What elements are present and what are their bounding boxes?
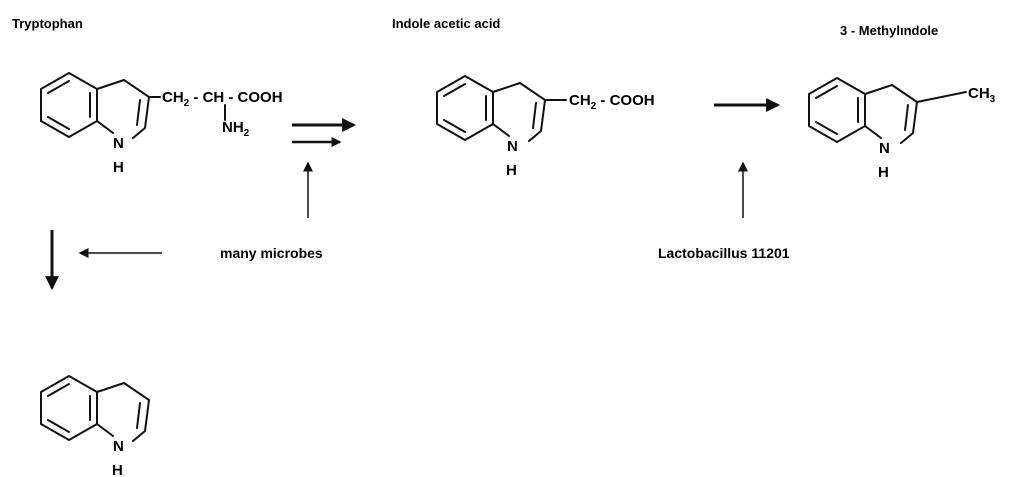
tryptophan-structure: [40, 72, 226, 139]
caption-lactobacillus: Lactobacillus 11201: [658, 245, 790, 261]
title-tryptophan: Tryptophan: [12, 16, 83, 31]
methylindole-n: N: [879, 140, 890, 157]
iaa-side-chain: CH2 - COOH: [569, 92, 655, 112]
methylindole-h: H: [878, 164, 889, 181]
tryptophan-n: N: [113, 135, 124, 152]
3-methylindole-structure: [808, 77, 967, 144]
indole-acetic-acid-structure: [436, 75, 567, 142]
methyl-group: CH3: [968, 85, 996, 105]
tryptophan-amino-group: NH2: [222, 119, 250, 139]
tryptophan-h: H: [113, 159, 124, 176]
iaa-n: N: [507, 138, 518, 155]
title-3-methylindole: 3 - Methylındole: [840, 23, 938, 38]
indole-structure: [40, 375, 150, 442]
reaction-arrows: [45, 98, 781, 291]
caption-many-microbes: many microbes: [220, 245, 323, 261]
indole-n: N: [113, 438, 124, 455]
title-indole-acetic-acid: Indole acetic acid: [392, 16, 500, 31]
indole-h: H: [112, 462, 123, 477]
iaa-h: H: [506, 162, 517, 179]
tryptophan-side-chain: CH2 - CH - COOH: [162, 89, 283, 109]
